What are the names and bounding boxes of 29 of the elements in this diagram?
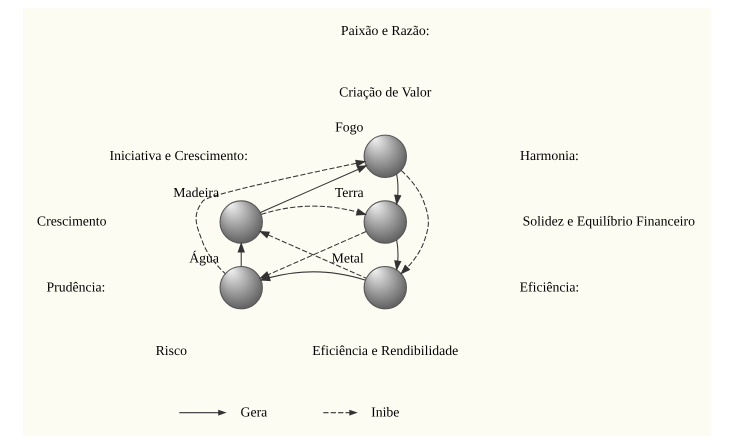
node-label: Fogo <box>335 119 364 134</box>
label: Crescimento <box>36 214 107 229</box>
node-circle <box>220 200 263 244</box>
legend-label: Inibe <box>371 404 400 420</box>
arrow <box>394 174 402 206</box>
node-label: Metal <box>332 250 364 266</box>
arrow <box>196 160 366 274</box>
node-label: Terra <box>334 185 364 200</box>
arrow <box>261 206 367 216</box>
node-circle <box>220 266 263 310</box>
node-circle <box>364 266 407 310</box>
node-label: Água <box>189 250 220 266</box>
label: Paixão e Razão: <box>340 22 430 38</box>
label: Iniciativa e Crescimento: <box>110 148 248 163</box>
label: Solidez e Equilíbrio Financeiro <box>522 214 695 229</box>
label: Harmonia: <box>520 148 579 163</box>
legend-label: Gera <box>240 404 268 420</box>
label: Eficiência e Rendibilidade <box>312 342 458 358</box>
label: Prudência: <box>46 279 106 294</box>
arrow <box>238 242 245 266</box>
label: Eficiência: <box>520 279 580 294</box>
node-label: Madeira <box>173 185 220 200</box>
label: Criação de Valor <box>339 84 432 100</box>
node-circle <box>364 134 407 178</box>
arrow <box>260 165 368 213</box>
node-circle <box>364 200 407 244</box>
arrow <box>394 240 402 272</box>
arrow <box>400 170 429 275</box>
label: Risco <box>156 342 187 358</box>
